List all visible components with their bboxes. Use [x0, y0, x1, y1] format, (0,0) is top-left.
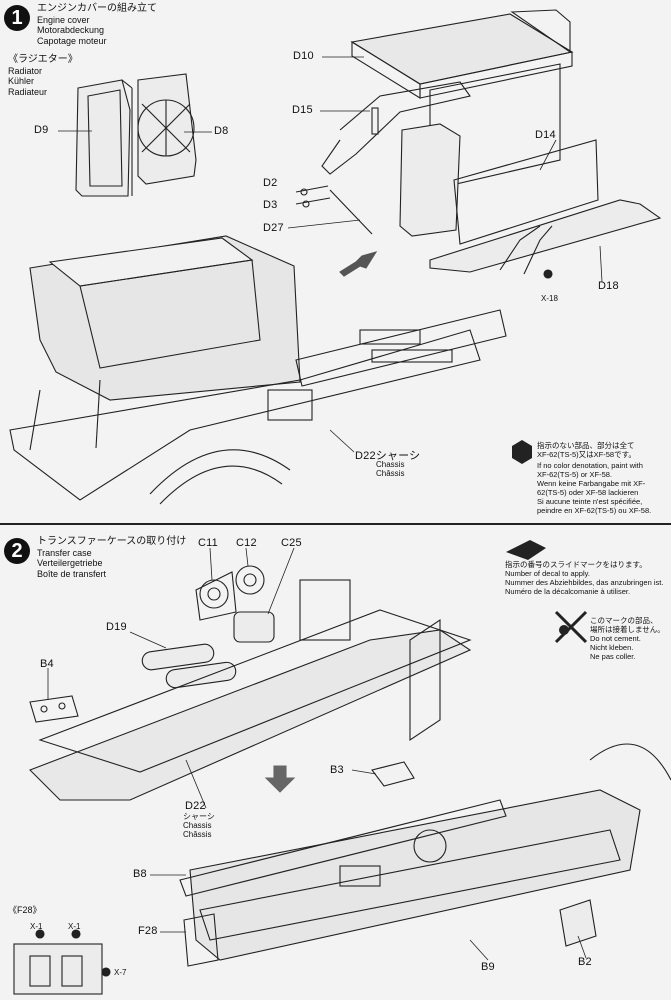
chassis2-label-de: Chassis	[183, 821, 212, 830]
part-label-d8: D8	[214, 125, 229, 137]
chassis2-label-fr: Châssis	[183, 830, 212, 839]
paint-code-x18: X-18	[541, 294, 558, 303]
no-cement-icon	[554, 610, 588, 644]
decal-slide-icon	[506, 540, 546, 560]
part-label-b4: B4	[40, 658, 54, 670]
part-label-c11: C11	[198, 537, 218, 549]
fan-d8-drawing	[137, 73, 197, 185]
decal-note: 指示の番号のスライドマークをはります。 Number of decal to a…	[505, 560, 665, 596]
decal-note-de: Nummer des Abziehbildes, das anzubringen…	[505, 578, 664, 587]
step1-title-en: Engine cover	[37, 14, 90, 25]
chassis-step2-top-drawing	[29, 579, 472, 801]
decal-note-jp: 指示の番号のスライドマークをはります。	[505, 560, 647, 569]
paint-note-jp2: XF-62(TS-5)又はXF-58です。	[537, 450, 636, 459]
paint-note-de2: 62(TS-5) oder XF-58 lackieren	[537, 488, 639, 497]
cement-note-en: Do not cement.	[590, 634, 641, 643]
paint-note-fr1: Si aucune teinte n'est spécifiée,	[537, 497, 643, 506]
cement-note-de: Nicht kleben.	[590, 643, 634, 652]
arrow-icon	[339, 251, 378, 277]
paint-note: 指示のない部品、部分は全て XF-62(TS-5)又はXF-58です。	[537, 441, 667, 459]
step2-title-en: Transfer case	[37, 547, 92, 558]
paint-note-de1: Wenn keine Farbangabe mit XF-	[537, 479, 646, 488]
part-label-b3: B3	[330, 764, 344, 776]
paint-note-en1: If no color denotation, paint with	[537, 461, 643, 470]
part-label-c12: C12	[236, 537, 257, 549]
step1-title-fr: Capotage moteur	[37, 35, 107, 46]
down-arrow-icon	[264, 765, 296, 793]
chassis-label-jp: シャーシ	[183, 812, 215, 821]
radiator-title-en: Radiator	[8, 65, 43, 76]
part-label-b9: B9	[481, 961, 495, 973]
radiator-d9-drawing	[75, 79, 133, 197]
paint-code-x7: X-7	[114, 968, 127, 977]
paint-blob-icon	[512, 440, 532, 464]
part-label-d19: D19	[106, 621, 127, 633]
part-label-b8: B8	[133, 868, 147, 880]
side-d15-drawing	[321, 81, 471, 175]
cement-note-jp1: このマークの部品、	[590, 616, 658, 625]
part-label-d18: D18	[598, 280, 619, 292]
paint-code-x1-left: X-1	[30, 922, 43, 931]
chassis-label-de: Chassis	[376, 460, 405, 469]
f28-detail-drawing	[13, 929, 111, 995]
part-label-b2: B2	[578, 956, 592, 968]
radiator-title-de: Kühler	[8, 76, 35, 86]
part-label-d15: D15	[292, 104, 313, 116]
part-label-d22: D22	[185, 800, 206, 812]
tubes-d19-drawing	[141, 643, 237, 689]
rods-d2-d3-d27-drawing	[295, 185, 373, 235]
f28-detail-title: 《F28》	[8, 905, 42, 915]
step2-title-fr: Boîte de transfert	[37, 568, 107, 579]
part-label-d22-chassis: D22シャーシ	[355, 450, 421, 462]
gears-c11-c12-drawing	[195, 565, 275, 643]
step1-title-jp: エンジンカバーの組み立て	[37, 3, 157, 14]
step-number-2: 2	[4, 538, 30, 564]
chassis-step1-drawing	[9, 235, 507, 505]
engine-cover-d10-drawing	[350, 9, 574, 191]
step-number-1: 1	[4, 5, 30, 31]
decal-note-en: Number of decal to apply.	[505, 569, 590, 578]
part-label-d9: D9	[34, 124, 49, 136]
part-label-d2: D2	[263, 177, 278, 189]
radiator-title-fr: Radiateur	[8, 86, 48, 97]
radiator-title-jp: 《ラジエター》	[8, 54, 78, 65]
decal-note-fr: Numéro de la décalcomanie à utiliser.	[505, 587, 631, 596]
radiator-subtitle: 《ラジエター》 Radiator Kühler Radiateur	[8, 54, 78, 97]
leader-lines-step1	[58, 56, 603, 453]
part-label-d3: D3	[263, 199, 278, 211]
step2-title-jp: トランスファーケースの取り付け	[37, 536, 187, 547]
chassis-label-fr: Châssis	[376, 469, 405, 478]
cement-note: このマークの部品、 場所は接着しません。 Do not cement. Nich…	[590, 616, 670, 661]
leader-lines-step2	[47, 547, 587, 961]
step-divider	[0, 523, 671, 525]
part-label-d27: D27	[263, 222, 284, 234]
panel-d14-drawing	[399, 123, 662, 279]
paint-code-x1-right: X-1	[68, 922, 81, 931]
step1-title-de: Motorabdeckung	[37, 25, 105, 35]
paint-note-translations: If no color denotation, paint with XF-62…	[537, 461, 667, 515]
paint-note-fr2: peindre en XF-62(TS-5) ou XF-58.	[537, 506, 652, 515]
paint-note-jp1: 指示のない部品、部分は全て	[537, 441, 635, 450]
step2-title: トランスファーケースの取り付け Transfer case Verteilerg…	[37, 536, 187, 579]
part-label-d10: D10	[293, 50, 314, 62]
chassis-step2-bottom-drawing	[179, 743, 671, 967]
step1-title: エンジンカバーの組み立て Engine cover Motorabdeckung…	[37, 3, 157, 46]
cement-note-jp2: 場所は接着しません。	[590, 625, 665, 634]
part-label-c25: C25	[281, 537, 302, 549]
part-label-f28: F28	[138, 925, 158, 937]
paint-note-en2: XF-62(TS-5) or XF-58.	[537, 470, 613, 479]
part-label-d14: D14	[535, 129, 556, 141]
step2-title-de: Verteilergetriebe	[37, 558, 103, 568]
cement-note-fr: Ne pas coller.	[590, 652, 636, 661]
